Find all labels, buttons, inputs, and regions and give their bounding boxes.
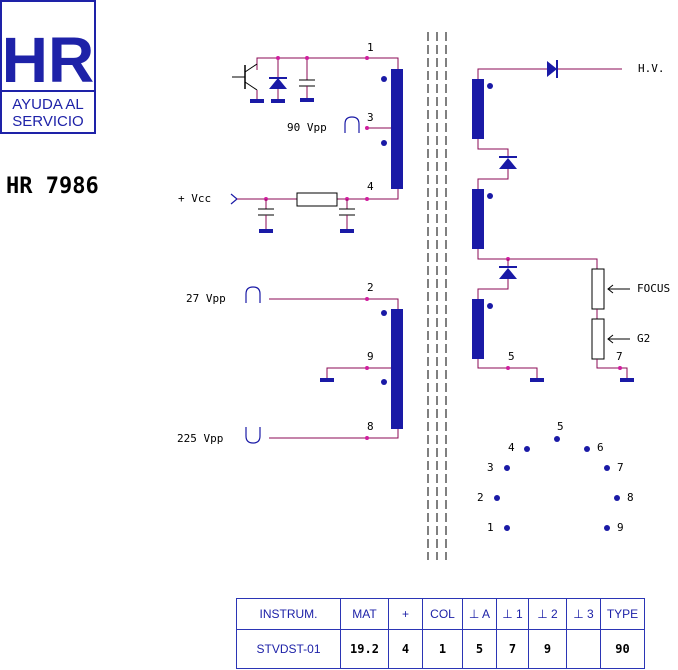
- pin-3-label: 3: [367, 111, 374, 124]
- pin-layout: 1 2 3 4 5 6 7 8 9: [477, 420, 634, 534]
- hr-logo: HR AYUDA AL SERVICIO: [0, 0, 96, 134]
- value-ground-3: [566, 629, 601, 669]
- layout-pin-1: 1: [487, 521, 494, 534]
- pin-8-label: 8: [367, 420, 374, 433]
- header-col: COL: [422, 598, 463, 630]
- label-90vpp: 90 Vpp: [287, 121, 327, 134]
- horizontal-output-transistor: [232, 63, 264, 103]
- logo-letters: HR: [2, 24, 94, 96]
- value-plus: 4: [388, 629, 423, 669]
- pin-1-label: 1: [367, 41, 374, 54]
- value-col: 1: [422, 629, 463, 669]
- value-ground-1: 7: [496, 629, 529, 669]
- pulse-27vpp-icon: [245, 286, 261, 303]
- table-header-row: INSTRUM. MAT + COL ⊥ A ⊥ 1 ⊥ 2 ⊥ 3 TYPE: [236, 598, 645, 630]
- logo-line2: SERVICIO: [12, 113, 83, 130]
- vcc-arrow-icon: [230, 193, 238, 205]
- pulse-225vpp-icon: [245, 427, 261, 444]
- primary-winding-bottom: 2 9 8: [269, 281, 403, 440]
- layout-pin-6: 6: [597, 441, 604, 454]
- layout-pin-4: 4: [508, 441, 515, 454]
- header-mat: MAT: [340, 598, 389, 630]
- hv-secondary-windings: 5: [472, 60, 622, 382]
- focus-g2-divider: 7: [591, 268, 634, 382]
- header-instrum: INSTRUM.: [236, 598, 341, 630]
- damper-diode: [269, 56, 287, 103]
- label-vcc: + Vcc: [178, 192, 211, 205]
- spec-table: INSTRUM. MAT + COL ⊥ A ⊥ 1 ⊥ 2 ⊥ 3 TYPE …: [236, 598, 645, 669]
- value-type: 90: [600, 629, 645, 669]
- tuning-capacitor: [299, 56, 315, 102]
- sec-pin-7-label: 7: [616, 350, 623, 363]
- header-plus: +: [388, 598, 423, 630]
- pin-9-label: 9: [367, 350, 374, 363]
- layout-pin-5: 5: [557, 420, 564, 433]
- label-hv: H.V.: [638, 62, 665, 75]
- table-value-row: STVDST-01 19.2 4 1 5 7 9 90: [236, 629, 645, 669]
- label-g2: G2: [637, 332, 650, 345]
- layout-pin-3: 3: [487, 461, 494, 474]
- layout-pin-7: 7: [617, 461, 624, 474]
- logo-line1: AYUDA AL: [12, 96, 83, 113]
- layout-pin-2: 2: [477, 491, 484, 504]
- value-mat: 19.2: [340, 629, 389, 669]
- value-ground-2: 9: [528, 629, 567, 669]
- header-ground-a: ⊥ A: [462, 598, 497, 630]
- transformer-core: [427, 32, 447, 560]
- sec-pin-5-label: 5: [508, 350, 515, 363]
- primary-winding-top: 1 3 4: [245, 41, 403, 201]
- pulse-90vpp-icon: [344, 116, 360, 133]
- label-225vpp: 225 Vpp: [177, 432, 223, 445]
- header-ground-3: ⊥ 3: [566, 598, 601, 630]
- model-title: HR 7986: [6, 174, 99, 199]
- header-type: TYPE: [600, 598, 645, 630]
- header-ground-1: ⊥ 1: [496, 598, 529, 630]
- header-ground-2: ⊥ 2: [528, 598, 567, 630]
- layout-pin-9: 9: [617, 521, 624, 534]
- pin-4-label: 4: [367, 180, 374, 193]
- pin-2-label: 2: [367, 281, 374, 294]
- layout-pin-8: 8: [627, 491, 634, 504]
- value-instrum: STVDST-01: [236, 629, 341, 669]
- value-ground-a: 5: [462, 629, 497, 669]
- vcc-filter: [258, 192, 355, 233]
- label-27vpp: 27 Vpp: [186, 292, 226, 305]
- label-focus: FOCUS: [637, 282, 670, 295]
